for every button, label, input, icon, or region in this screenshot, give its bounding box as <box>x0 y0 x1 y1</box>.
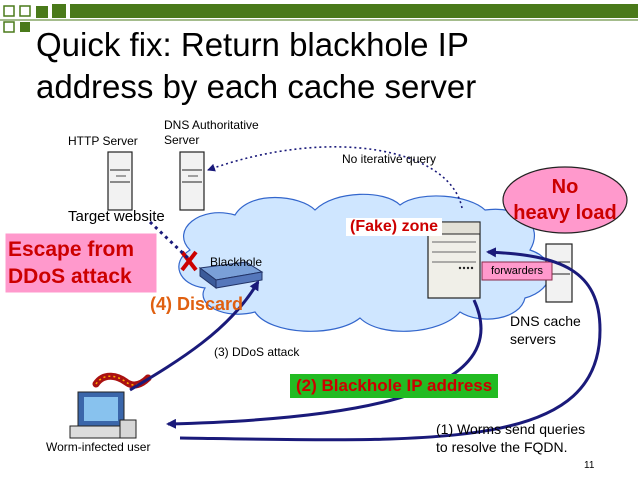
dns-authoritative-label-line1: DNS Authoritative <box>164 118 259 132</box>
escape-ddos-line1: Escape from <box>8 238 135 261</box>
slide-title: Quick fix: Return blackhole IP address b… <box>36 24 596 108</box>
escape-ddos-box <box>5 233 157 293</box>
dns-cache-label-line2: servers <box>510 331 556 347</box>
worms-query-label: (1) Worms send queries to resolve the FQ… <box>436 420 585 456</box>
dns-cache-label: DNS cache servers <box>510 312 581 348</box>
dns-authoritative-label-line2: Server <box>164 133 200 147</box>
fake-zone-label: (Fake) zone <box>346 218 443 236</box>
blackhole-ip-label: (2) Blackhole IP address <box>290 374 499 398</box>
target-website-label: Target website <box>68 208 165 225</box>
escape-ddos-line2: DDoS attack <box>8 265 132 288</box>
escape-ddos-text: Escape from DDoS attack <box>8 236 134 290</box>
worm-infected-computer-icon <box>69 372 152 439</box>
dns-authoritative-label: DNS Authoritative Server <box>164 118 259 148</box>
no-heavy-load-line1: No <box>551 176 579 198</box>
blackhole-router-icon <box>198 261 264 289</box>
ddos-attack-label: (3) DDoS attack <box>214 345 300 359</box>
worms-query-line2: to resolve the FQDN. <box>436 439 568 455</box>
worm-infected-user-label: Worm-infected user <box>46 440 151 454</box>
slide-title-line2: address by each cache server <box>36 68 477 105</box>
http-server-label: HTTP Server <box>68 134 138 148</box>
discard-x-icon <box>180 250 198 272</box>
forwarders-label: forwarders <box>491 265 543 277</box>
ddos-attack-arrow <box>129 280 260 392</box>
no-iterative-query-label: No iterative query <box>342 152 437 166</box>
blackhole-label: Blackhole <box>210 255 263 269</box>
blackhole-ip-reply-arrow <box>166 299 483 429</box>
discard-label: (4) Discard <box>150 294 244 314</box>
worms-query-line1: (1) Worms send queries <box>436 421 586 437</box>
no-heavy-load-line2: heavy load <box>513 202 617 224</box>
worm-query-arrow <box>179 247 602 442</box>
dns-authoritative-server-icon <box>179 151 205 211</box>
header-decoration <box>0 4 638 33</box>
http-server-icon <box>107 151 133 211</box>
dns-cache-label-line1: DNS cache <box>510 313 581 329</box>
forwarders-box <box>481 261 553 281</box>
no-heavy-load-text: No heavy load <box>502 174 628 226</box>
no-iterative-query-arrow <box>207 146 463 209</box>
attack-blocked-dotted-line <box>148 220 190 260</box>
slide-title-line1: Quick fix: Return blackhole IP <box>36 26 469 63</box>
page-number: 11 <box>584 460 595 471</box>
no-heavy-load-bubble <box>502 166 628 234</box>
